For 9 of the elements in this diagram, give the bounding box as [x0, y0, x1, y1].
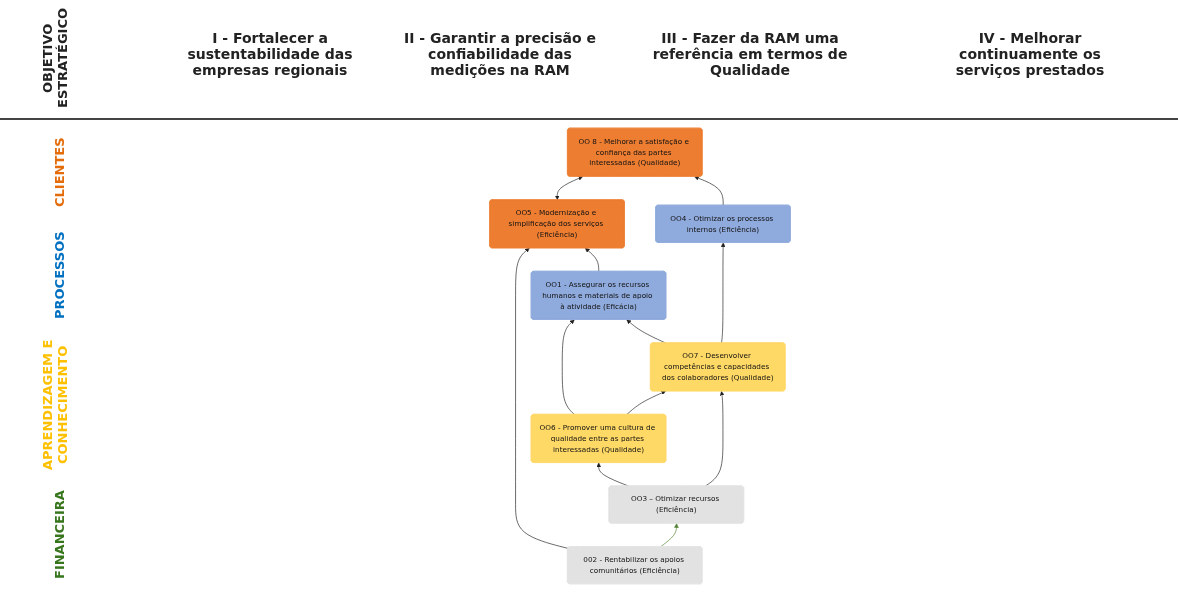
perspective-label: CLIENTES — [52, 136, 68, 209]
perspective-label: PROCESSOS — [52, 230, 68, 321]
perspective-label: APRENDIZAGEM E CONHECIMENTO — [40, 338, 71, 473]
column-header: I - Fortalecer a sustentabilidade das empresas regionais — [186, 30, 354, 78]
column-header: IV - Melhorar continuamente os serviços prestados — [954, 30, 1106, 78]
column-header: III - Fazer da RAM uma referência em termos de Qualidade — [651, 30, 849, 78]
column-header: II - Garantir a precisão e confiabilidade das medições na RAM — [402, 30, 598, 78]
perspective-label: FINANCEIRA — [52, 489, 68, 582]
row-header: OBJETIVO ESTRATÉGICO — [40, 7, 71, 110]
